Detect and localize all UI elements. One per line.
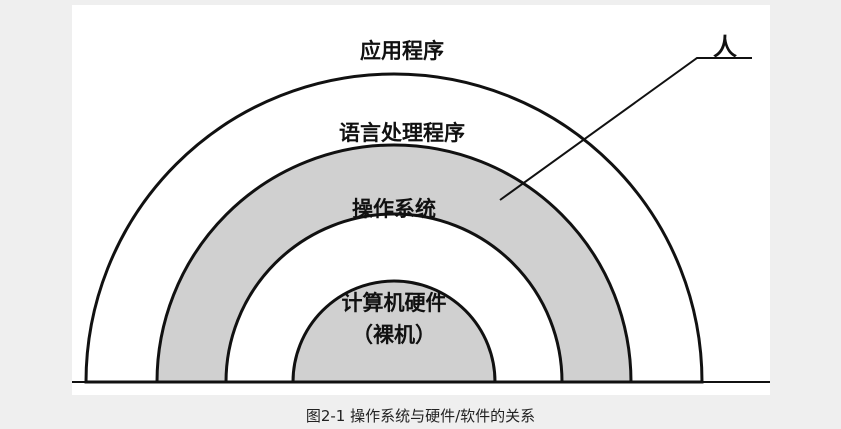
label-person: 人 bbox=[713, 33, 737, 61]
label-application: 应用程序 bbox=[360, 39, 444, 63]
diagram-figure: 应用程序 语言处理程序 操作系统 计算机硬件 （裸机） 人 bbox=[72, 5, 770, 395]
pointer-line bbox=[499, 57, 752, 201]
label-language-processor: 语言处理程序 bbox=[339, 121, 465, 145]
label-bare-machine: （裸机） bbox=[352, 323, 436, 347]
layer-hardware bbox=[291, 279, 497, 384]
label-hardware: 计算机硬件 bbox=[341, 291, 447, 315]
layer-diagram bbox=[72, 57, 770, 384]
figure-caption: 图2-1 操作系统与硬件/软件的关系 bbox=[305, 407, 536, 425]
label-operating-system: 操作系统 bbox=[352, 197, 436, 221]
